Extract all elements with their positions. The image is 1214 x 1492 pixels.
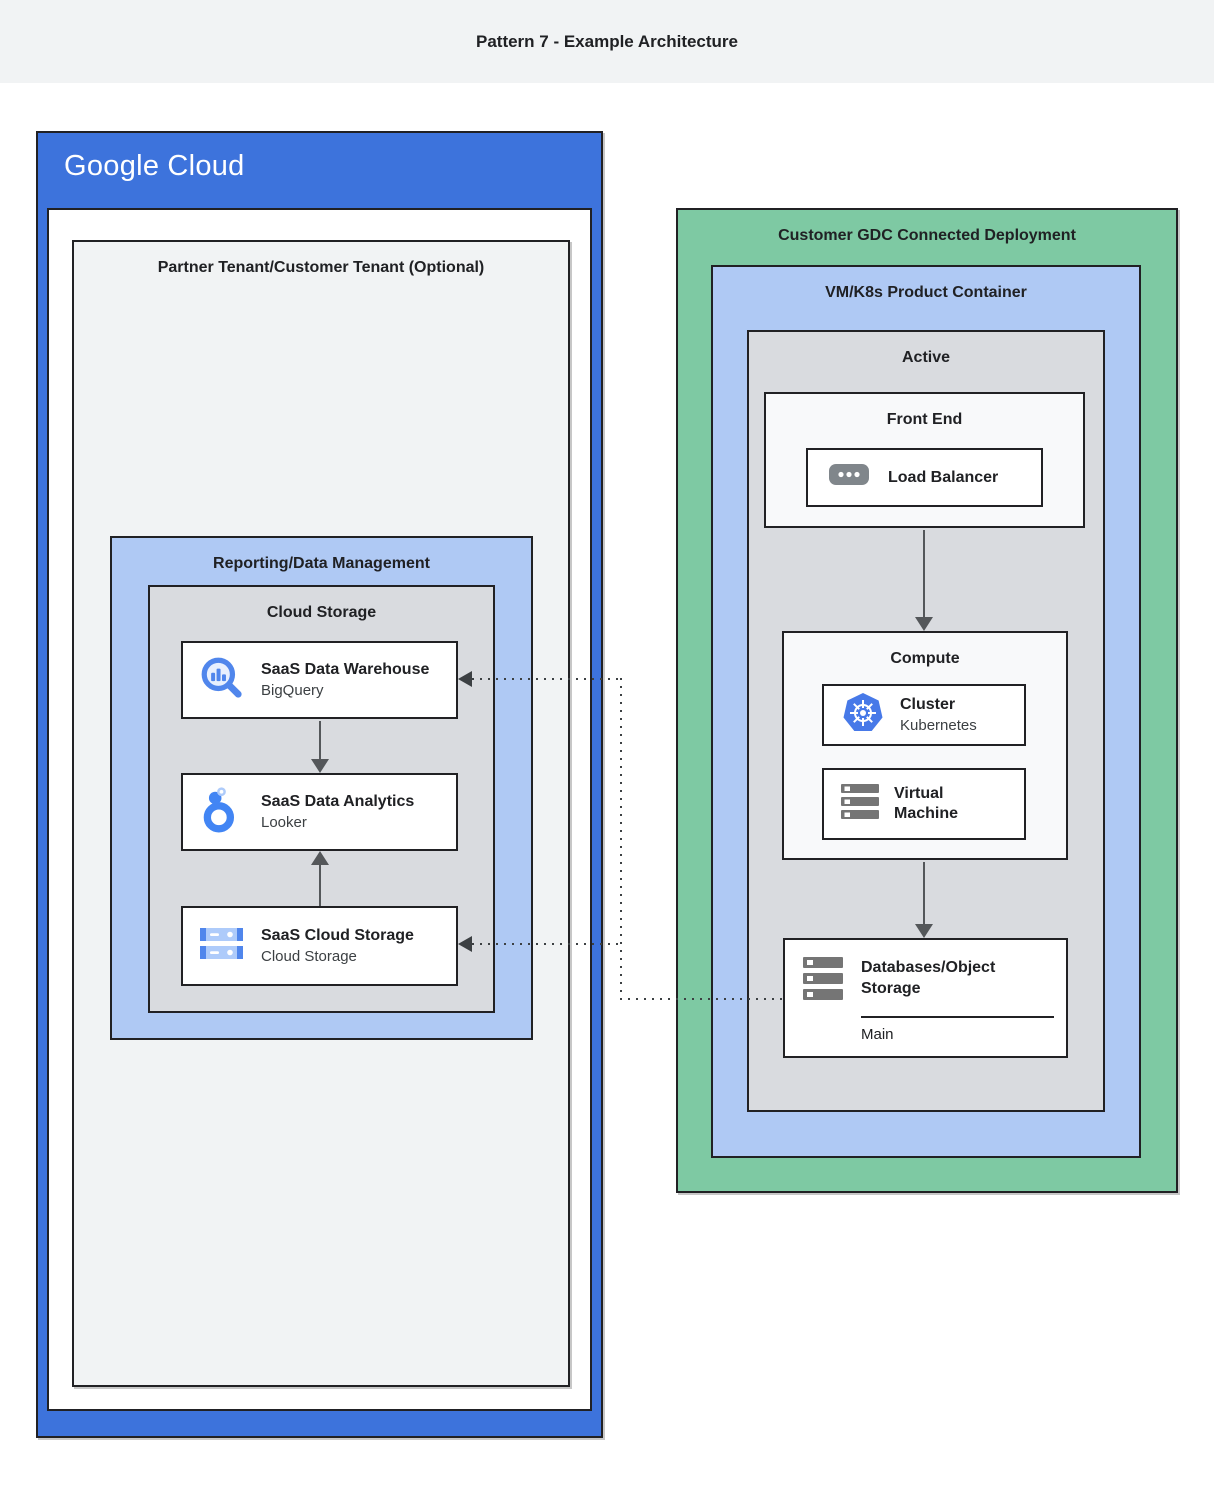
cloud-storage-group-box: Cloud Storage — [148, 585, 495, 1013]
arrowhead-down-icon — [915, 617, 933, 631]
virtual-machine-icon — [840, 782, 880, 827]
active-box: Active Front End Load Balancer — [747, 330, 1105, 1112]
compute-box: Compute — [782, 631, 1068, 860]
arrow-compute-to-databases — [923, 862, 925, 926]
reporting-label: Reporting/Data Management — [213, 555, 430, 572]
compute-label: Compute — [890, 650, 960, 667]
gdc-deployment-container: Customer GDC Connected Deployment VM/K8s… — [676, 208, 1178, 1193]
cloud-storage-group-label: Cloud Storage — [266, 604, 377, 621]
partner-tenant-box: Partner Tenant/Customer Tenant (Optional… — [72, 240, 570, 1387]
kubernetes-icon — [840, 691, 886, 740]
front-end-label: Front End — [886, 411, 963, 428]
server-stack-icon — [802, 955, 844, 1008]
card-title: Virtual Machine — [894, 785, 959, 822]
card-title: SaaS Cloud Storage — [261, 926, 414, 944]
arrowhead-down-icon — [311, 759, 329, 773]
card-title: SaaS Data Analytics — [261, 792, 415, 810]
cluster-card: Cluster Kubernetes — [822, 684, 1026, 746]
google-cloud-inner-panel: Partner Tenant/Customer Tenant (Optional… — [47, 208, 592, 1411]
vm-k8s-product-container: VM/K8s Product Container Active Front En… — [711, 265, 1141, 1158]
logo-cloud: Cloud — [167, 150, 245, 182]
front-end-box: Front End Load Balancer — [764, 392, 1085, 528]
page-title: Pattern 7 - Example Architecture — [475, 31, 738, 51]
looker-icon — [199, 786, 245, 838]
card-subtitle: Looker — [261, 813, 307, 831]
dotted-line-vertical — [620, 678, 622, 1000]
arrowhead-down-icon — [915, 924, 933, 938]
load-balancer-card: Load Balancer — [806, 448, 1043, 507]
databases-divider — [861, 1016, 1054, 1018]
vm-k8s-label: VM/K8s Product Container — [825, 284, 1027, 301]
card-subtitle: Kubernetes — [900, 716, 977, 734]
saas-cloud-storage-card: SaaS Cloud Storage Cloud Storage — [181, 906, 458, 986]
databases-instance-label: Main — [861, 1026, 894, 1043]
gdc-label: Customer GDC Connected Deployment — [778, 227, 1076, 244]
arrowhead-up-icon — [311, 851, 329, 865]
dotted-arrowhead-left-icon — [458, 671, 472, 687]
saas-data-warehouse-card: SaaS Data Warehouse BigQuery — [181, 641, 458, 719]
card-subtitle: Cloud Storage — [261, 947, 357, 965]
dotted-arrowhead-left-icon — [458, 936, 472, 952]
logo-google: Google — [64, 150, 160, 182]
virtual-machine-card: Virtual Machine — [822, 768, 1026, 840]
partner-tenant-label: Partner Tenant/Customer Tenant (Optional… — [157, 259, 485, 276]
active-label: Active — [901, 349, 951, 366]
saas-data-analytics-card: SaaS Data Analytics Looker — [181, 773, 458, 851]
card-title: Databases/Object Storage — [861, 959, 996, 997]
card-title: Cluster — [900, 695, 956, 713]
dotted-line-to-warehouse — [472, 678, 622, 680]
card-title: SaaS Data Warehouse — [261, 660, 430, 678]
arrow-loadbalancer-to-compute — [923, 530, 925, 620]
dotted-line-to-cloud-storage — [472, 943, 622, 945]
card-title: Load Balancer — [888, 468, 999, 486]
bigquery-icon — [199, 655, 245, 706]
dotted-line-from-databases — [620, 998, 783, 1000]
header-bar: Pattern 7 - Example Architecture — [0, 0, 1214, 83]
card-subtitle: BigQuery — [261, 681, 324, 699]
databases-object-storage-card: Databases/Object Storage Main — [783, 938, 1068, 1058]
arrow-storage-to-analytics — [319, 862, 321, 906]
cloud-storage-icon — [199, 926, 245, 967]
arrow-warehouse-to-analytics — [319, 721, 321, 762]
reporting-data-management-box: Reporting/Data Management Cloud Storage — [110, 536, 533, 1040]
load-balancer-icon — [828, 463, 870, 492]
